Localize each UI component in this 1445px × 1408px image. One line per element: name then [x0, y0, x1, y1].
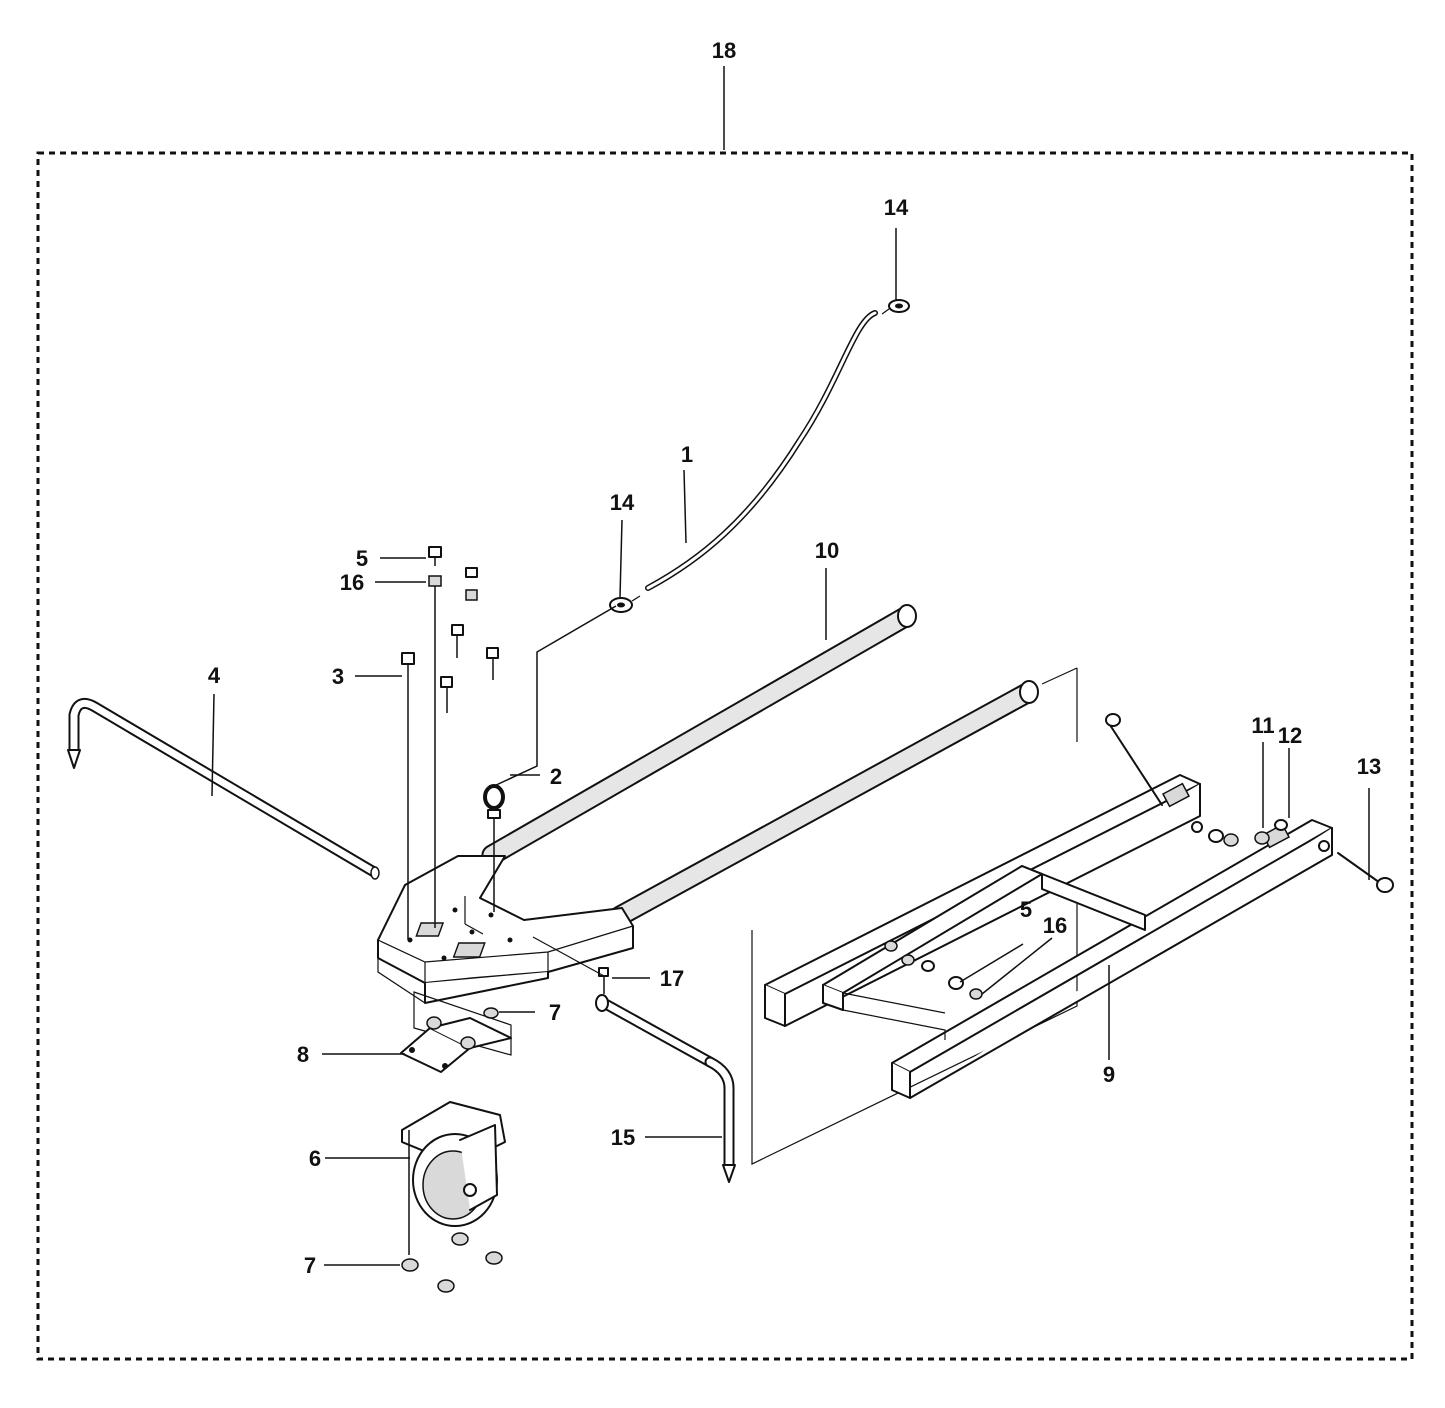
callout-8: 8: [297, 1042, 309, 1067]
pin-rod-right: [595, 994, 736, 1183]
callout-9: 9: [1103, 1062, 1115, 1087]
cable-part: [645, 310, 878, 591]
callout-6: 6: [309, 1146, 321, 1171]
callout-18: 18: [712, 38, 736, 63]
callout-7-lower: 7: [304, 1253, 316, 1278]
caster-nuts: [401, 1232, 503, 1293]
caster-wheel-part: [401, 1101, 506, 1255]
callout-17: 17: [660, 966, 684, 991]
callout-4: 4: [208, 663, 221, 688]
callout-1: 1: [681, 442, 693, 467]
callout-3: 3: [332, 664, 344, 689]
callout-10: 10: [815, 538, 839, 563]
callout-15: 15: [611, 1125, 635, 1150]
callout-leaders: [211, 228, 1370, 1266]
caster-bracket-part: [400, 991, 512, 1073]
callout-5-right: 5: [1020, 897, 1032, 922]
callout-13: 13: [1357, 754, 1381, 779]
rear-frame-part: [764, 713, 1394, 1099]
eye-bolt-part: [483, 605, 617, 912]
callout-16-right: 16: [1043, 913, 1067, 938]
callout-14-mid: 14: [610, 490, 635, 515]
callout-12: 12: [1278, 723, 1302, 748]
screw-set-upper: [401, 546, 499, 940]
callout-labels: 18 14 1 14 10 5 16 3 4 2 11 12 13 5 16 1…: [208, 38, 1381, 1278]
frame-background-plane: [751, 667, 1078, 1165]
callout-14-top: 14: [884, 195, 909, 220]
callout-2: 2: [550, 764, 562, 789]
base-plate-part: [377, 855, 634, 1004]
cable-clip-mid: [609, 595, 641, 613]
handle-tube-part: [481, 604, 1039, 927]
cable-clip-top: [881, 299, 910, 315]
callout-11: 11: [1251, 713, 1274, 738]
callout-7-upper: 7: [549, 1000, 561, 1025]
callout-5-left: 5: [356, 546, 368, 571]
kit-boundary: [36, 66, 1414, 1361]
callout-16-left: 16: [340, 570, 364, 595]
pin-rod-left: [67, 697, 380, 880]
